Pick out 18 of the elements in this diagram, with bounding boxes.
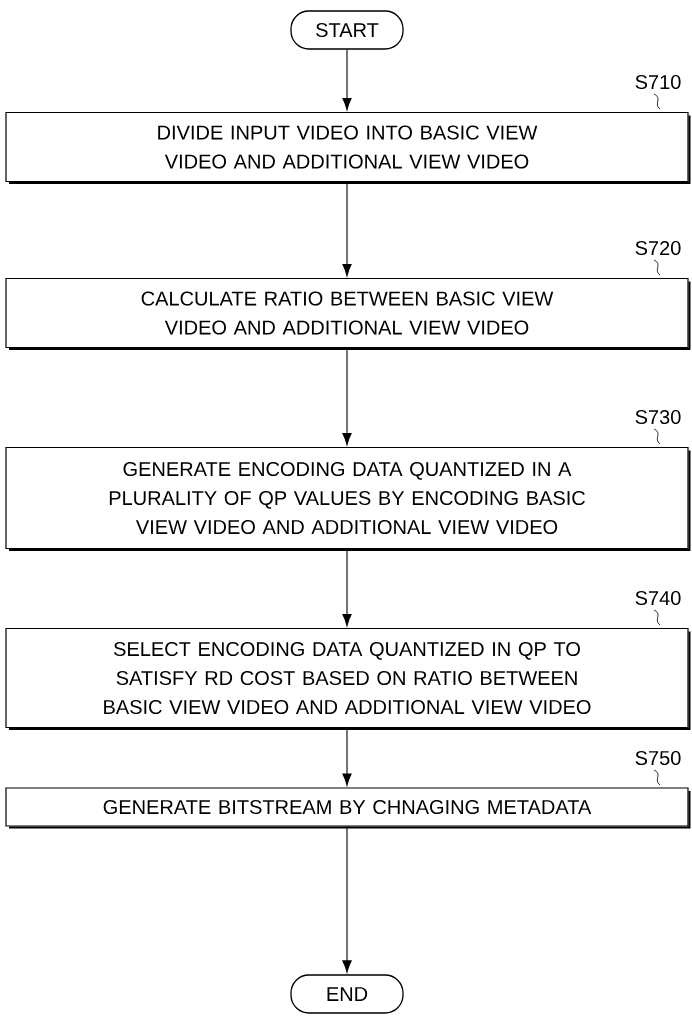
process-box: GENERATE BITSTREAM BY CHNAGING METADATA bbox=[5, 787, 691, 829]
process-box: DIVIDE INPUT VIDEO INTO BASIC VIEW VIDEO AND ADDITIONAL VIEW VIDEO bbox=[5, 111, 691, 184]
arrow bbox=[342, 49, 352, 111]
process-box: CALCULATE RATIO BETWEEN BASIC VIEW VIDEO AND ADDITIONAL VIEW VIDEO bbox=[5, 277, 691, 350]
terminal: START bbox=[290, 10, 404, 50]
terminal: END bbox=[290, 974, 404, 1014]
step-label: S750 bbox=[635, 750, 681, 786]
step-label: S730 bbox=[635, 409, 681, 445]
step-label: S710 bbox=[635, 74, 681, 110]
arrow bbox=[342, 826, 352, 973]
process-box: GENERATE ENCODING DATA QUANTIZED IN A PLURALITY OF QP VALUES BY ENCODING BASIC VIEW VIDEO AND ADDITIONAL VIEW VIDEO bbox=[5, 446, 691, 551]
process-box: SELECT ENCODING DATA QUANTIZED IN QP TO SATISFY RD COST BASED ON RATIO BETWEEN BASIC VIEW VIDEO AND ADDITIONAL VIEW VIDEO bbox=[5, 627, 691, 730]
step-label: S740 bbox=[635, 590, 681, 626]
arrow bbox=[342, 181, 352, 277]
arrow bbox=[342, 727, 352, 786]
step-label: S720 bbox=[635, 240, 681, 276]
arrow bbox=[342, 548, 352, 627]
arrow bbox=[342, 347, 352, 446]
